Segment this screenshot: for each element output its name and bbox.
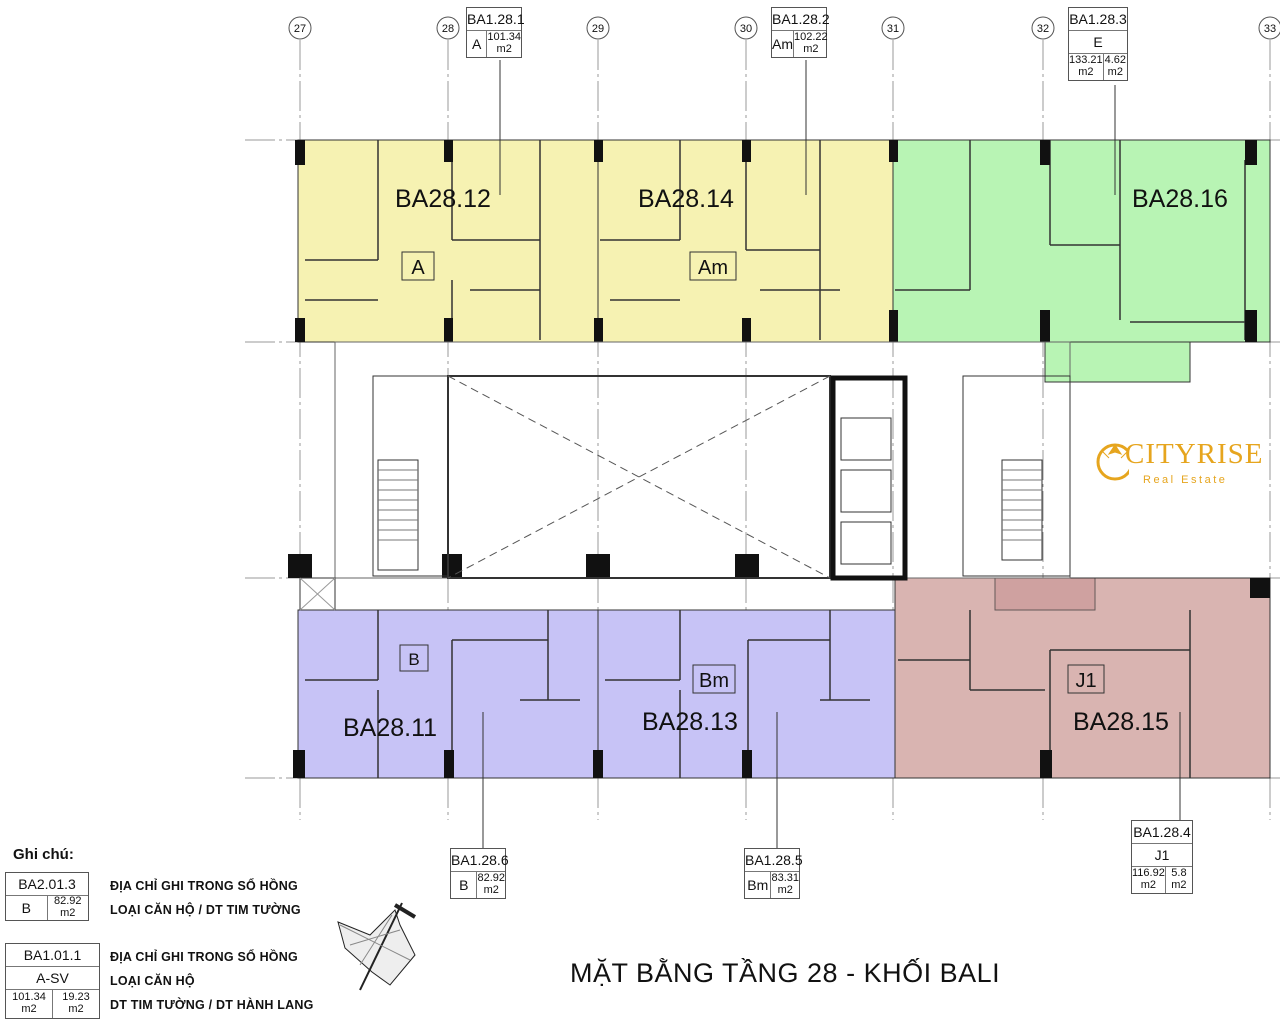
svg-text:31: 31: [887, 23, 899, 35]
building-core: [299, 341, 1071, 611]
info-address: BA1.28.1: [467, 11, 525, 27]
unit-label-ba28-15: BA28.15: [1073, 708, 1169, 736]
unit-label-ba28-14: BA28.14: [638, 185, 734, 213]
grid-bubble: 30: [734, 16, 758, 40]
grid-bubble: 29: [586, 16, 610, 40]
svg-text:33: 33: [1264, 23, 1276, 35]
north-arrow-icon: [337, 902, 417, 991]
unit-type-j1: J1: [1075, 670, 1096, 692]
unit-type-b: B: [408, 650, 419, 669]
grid-bubble: 32: [1031, 16, 1055, 40]
unit-balcony-ba28-16: [1044, 341, 1191, 383]
svg-text:30: 30: [740, 23, 752, 35]
stair: [377, 459, 419, 571]
unit-type-a: A: [411, 257, 425, 279]
structural-columns: [288, 140, 1270, 778]
svg-text:32: 32: [1037, 23, 1049, 35]
svg-text:28: 28: [442, 23, 454, 35]
unit-label-ba28-13: BA28.13: [642, 708, 738, 736]
legend-text: ĐỊA CHỈ GHI TRONG SỔ HỒNG: [110, 950, 298, 964]
leader-lines: [482, 60, 1181, 850]
svg-text:27: 27: [294, 23, 306, 35]
grid-bubble: 27: [288, 16, 312, 40]
void-opening: [447, 375, 831, 579]
cityrise-logo: CITYRISE Real Estate: [1095, 432, 1263, 492]
grid-bubble: 28: [436, 16, 460, 40]
unit-area-ba28-15: [894, 577, 1271, 779]
legend-text: DT TIM TƯỜNG / DT HÀNH LANG: [110, 998, 314, 1012]
hatched-area: [994, 577, 1096, 611]
grid-bubbles: 27 28 29 30 31 32 33: [288, 16, 1280, 40]
logo-mark-icon: [1096, 443, 1129, 481]
unit-area-ba28-12: [297, 139, 599, 343]
grid-bubble: 31: [881, 16, 905, 40]
unit-label-ba28-11: BA28.11: [343, 714, 437, 742]
elevator-shaft: [830, 375, 908, 581]
unit-label-ba28-12: BA28.12: [395, 185, 491, 213]
svg-text:29: 29: [592, 23, 604, 35]
unit-type-am: Am: [698, 257, 728, 279]
unit-label-ba28-16: BA28.16: [1132, 185, 1228, 213]
legend-text: ĐỊA CHỈ GHI TRONG SỔ HỒNG: [110, 879, 298, 893]
legend-text: LOẠI CĂN HỘ: [110, 974, 195, 988]
drawing-title: MẶT BẰNG TẦNG 28 - KHỐI BALI: [570, 958, 1001, 988]
grid-bubble: 33: [1258, 16, 1280, 40]
legend-text: LOẠI CĂN HỘ / DT TIM TƯỜNG: [110, 903, 301, 917]
legend-heading: Ghi chú:: [13, 846, 74, 863]
interior-walls: [305, 140, 1246, 778]
unit-area-ba28-16: [892, 139, 1271, 343]
unit-type-bm: Bm: [699, 670, 729, 692]
